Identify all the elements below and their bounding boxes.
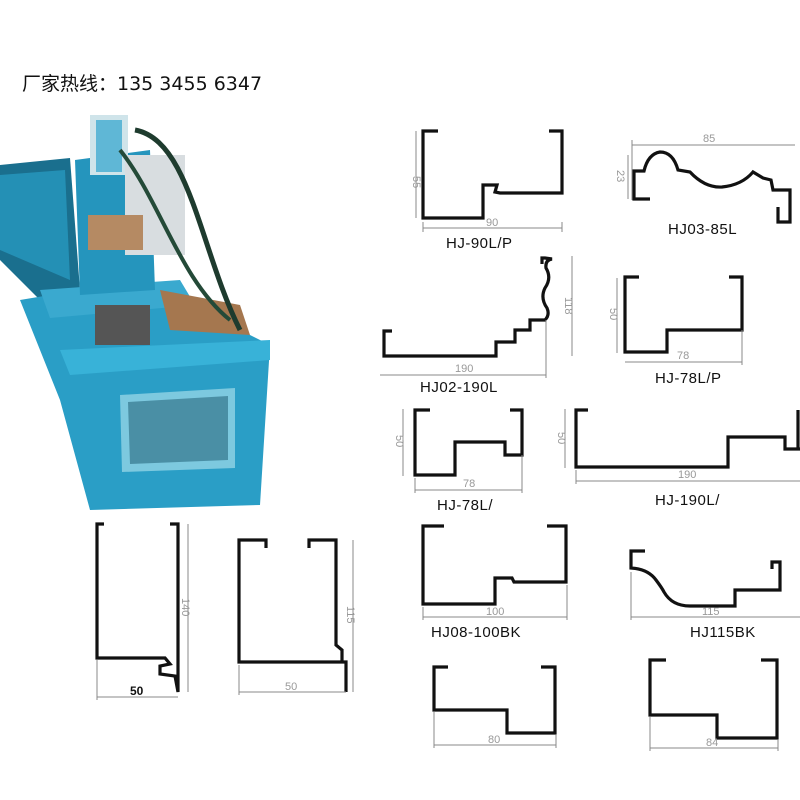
profile-115x50: 115 50: [237, 538, 356, 695]
profile-label: HJ03-85L: [668, 221, 737, 238]
profile-hj-78l: 50 78 HJ-78L/: [393, 408, 524, 514]
profile-label: HJ-90L/P: [446, 235, 513, 252]
profile-80: 80: [432, 665, 557, 748]
dim-width: 50: [285, 681, 297, 693]
dim-width: 85: [703, 133, 715, 145]
dim-width: 90: [486, 217, 498, 229]
profile-hj-90l-p: 55 90 HJ-90L/P: [410, 129, 564, 252]
profile-hj115bk: 115 HJ115BK: [629, 549, 800, 641]
profile-140x50: 140 50: [95, 522, 191, 700]
dim-height: 140: [179, 598, 191, 616]
dim-width: 84: [706, 737, 718, 749]
dim-width: 115: [702, 606, 720, 618]
roll-forming-machine-photo: [0, 115, 270, 510]
dim-height: 50: [607, 308, 619, 320]
dim-width: 80: [488, 734, 500, 746]
dim-width: 190: [678, 469, 696, 481]
profile-label: HJ-78L/P: [655, 370, 722, 387]
dim-width: 50: [130, 684, 144, 698]
profile-hj02-190l: 118 190 HJ02-190L: [380, 256, 574, 396]
profile-hj-190l: 50 190 HJ-190L/: [555, 408, 800, 509]
profile-label: HJ-190L/: [655, 492, 720, 509]
dim-height: 50: [393, 435, 405, 447]
dim-height: 50: [555, 432, 567, 444]
dim-width: 190: [455, 363, 473, 375]
dim-width: 78: [463, 478, 475, 490]
dim-height: 115: [344, 606, 356, 624]
dim-height: 118: [562, 297, 574, 315]
profile-label: HJ02-190L: [420, 379, 498, 396]
profile-hj03-85l: 85 23 HJ03-85L: [614, 133, 795, 238]
profile-84: 84: [648, 658, 779, 751]
hotline-text: 厂家热线：135 3455 6347: [22, 73, 262, 95]
dim-height: 55: [410, 176, 422, 188]
dim-width: 78: [677, 350, 689, 362]
profile-label: HJ08-100BK: [431, 624, 521, 641]
dim-height: 23: [614, 170, 626, 182]
profile-hj08-100bk: 100 HJ08-100BK: [421, 524, 568, 641]
profile-hj-78l-p: 50 78 HJ-78L/P: [607, 275, 744, 387]
profile-label: HJ-78L/: [437, 497, 493, 514]
dim-width: 100: [486, 606, 504, 618]
profile-label: HJ115BK: [690, 624, 756, 641]
